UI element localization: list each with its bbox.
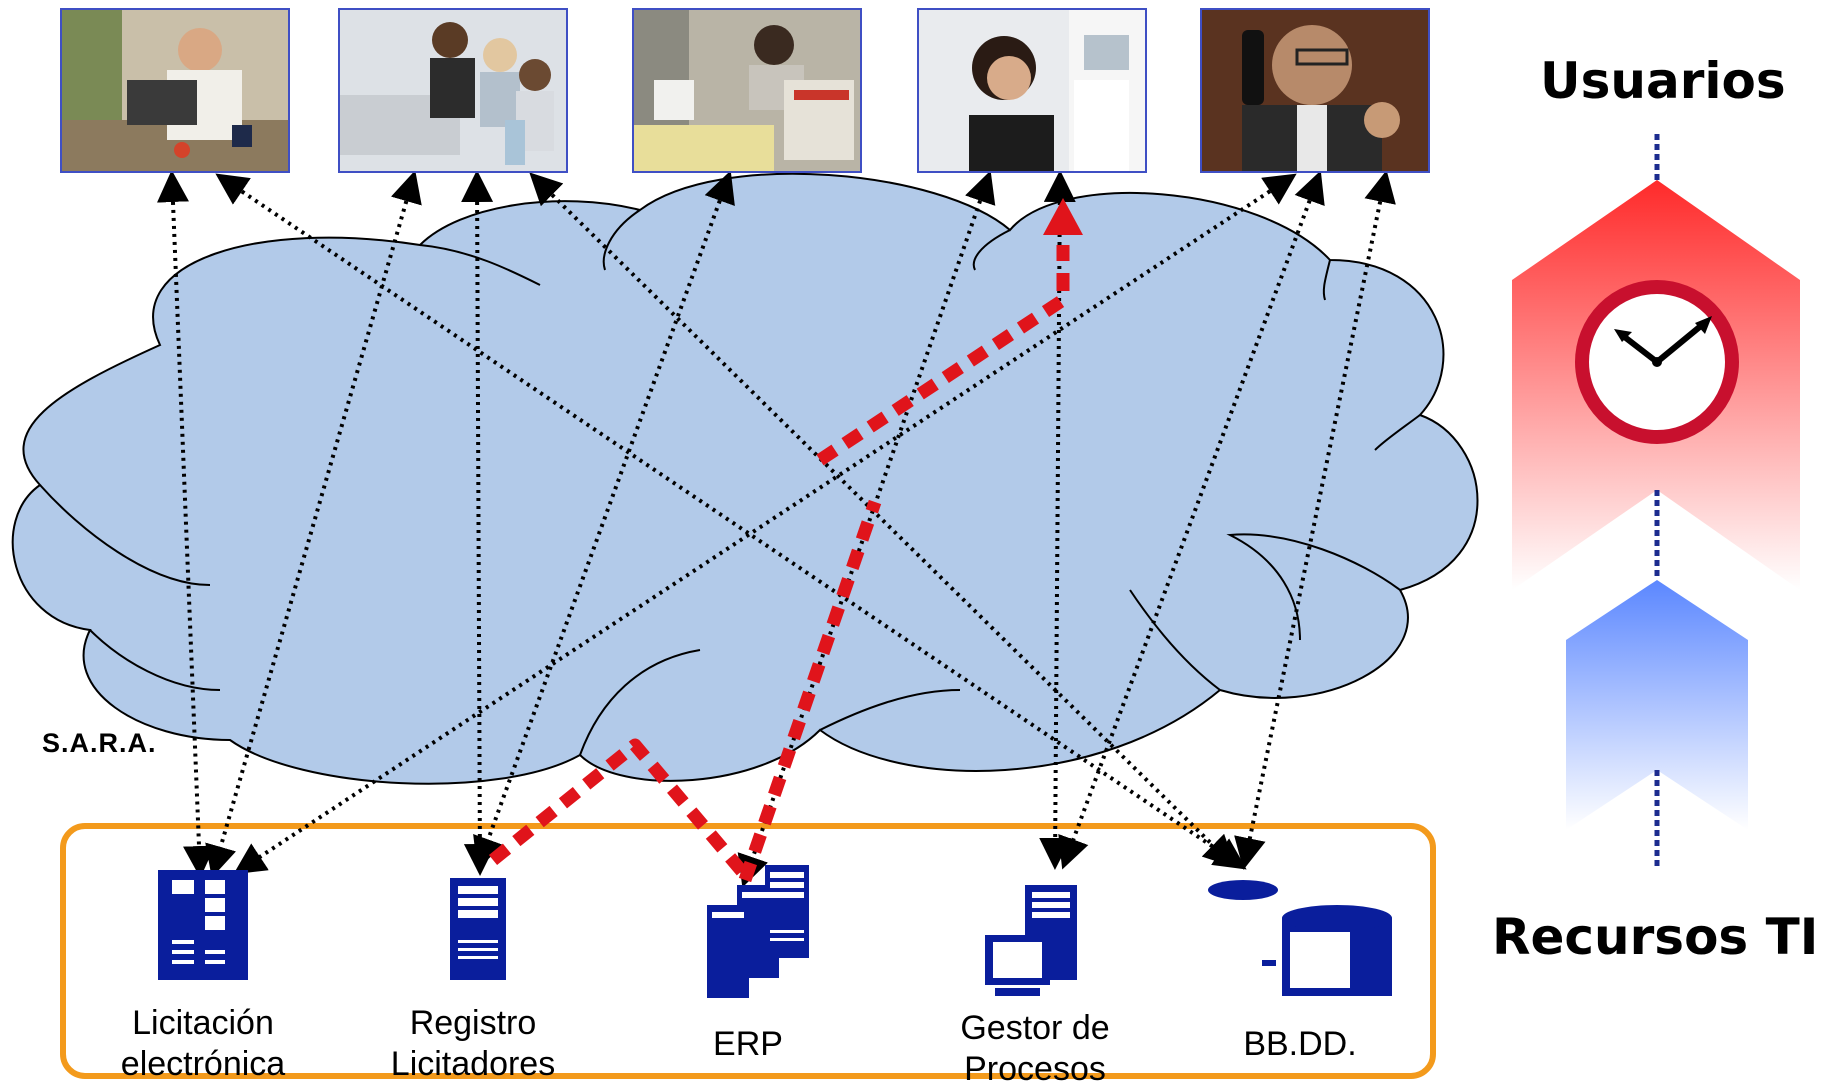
it-resources-label: Recursos TI [1492, 908, 1819, 966]
resource-label-line1: Registro [409, 1004, 537, 1042]
man-laptop-phone-photo [62, 10, 288, 171]
stressed-woman-desk-photo [634, 10, 860, 171]
network-label: S.A.R.A. [42, 728, 157, 758]
clock-icon [1575, 280, 1739, 444]
resource-label-line1: ERP [713, 1025, 783, 1063]
resource-label-line1: Licitación [132, 1004, 274, 1042]
resource-label-line1: BB.DD. [1243, 1025, 1357, 1063]
resource-label-gestor: Gestor de Procesos [935, 1008, 1135, 1090]
resource-label-licitacion: Licitación electrónica [98, 1003, 308, 1085]
sara-network-cloud [11, 172, 1479, 785]
user-photo-1 [60, 8, 290, 173]
user-photo-3 [632, 8, 862, 173]
workstation-server-icon [985, 885, 1077, 996]
server-tower-icon [450, 878, 506, 980]
users-to-resources-axis [1512, 134, 1800, 868]
resource-label-erp: ERP [678, 1024, 818, 1065]
resource-label-line2: Licitadores [390, 1045, 556, 1083]
older-man-phone-photo [1202, 10, 1428, 171]
request-flow-arrowhead [1043, 198, 1083, 235]
resource-label-registro: Registro Licitadores [368, 1003, 578, 1085]
resource-label-line1: Gestor de [960, 1009, 1110, 1047]
user-photo-2 [338, 8, 568, 173]
server-rack-icon [158, 870, 248, 980]
request-flow-path [488, 245, 1070, 883]
group-meeting-photo [340, 10, 566, 171]
resource-label-bbdd: BB.DD. [1225, 1024, 1375, 1065]
resource-label-line2: Procesos [964, 1050, 1106, 1088]
user-resource-connections [156, 170, 1396, 888]
user-photo-5 [1200, 8, 1430, 173]
resource-label-line2: electrónica [120, 1045, 286, 1083]
database-icon [1208, 880, 1392, 996]
woman-computer-photo [919, 10, 1145, 171]
users-label: Usuarios [1540, 52, 1786, 110]
resources-upward-arrow [1566, 580, 1748, 830]
user-photo-4 [917, 8, 1147, 173]
server-cluster-icon [707, 865, 809, 998]
